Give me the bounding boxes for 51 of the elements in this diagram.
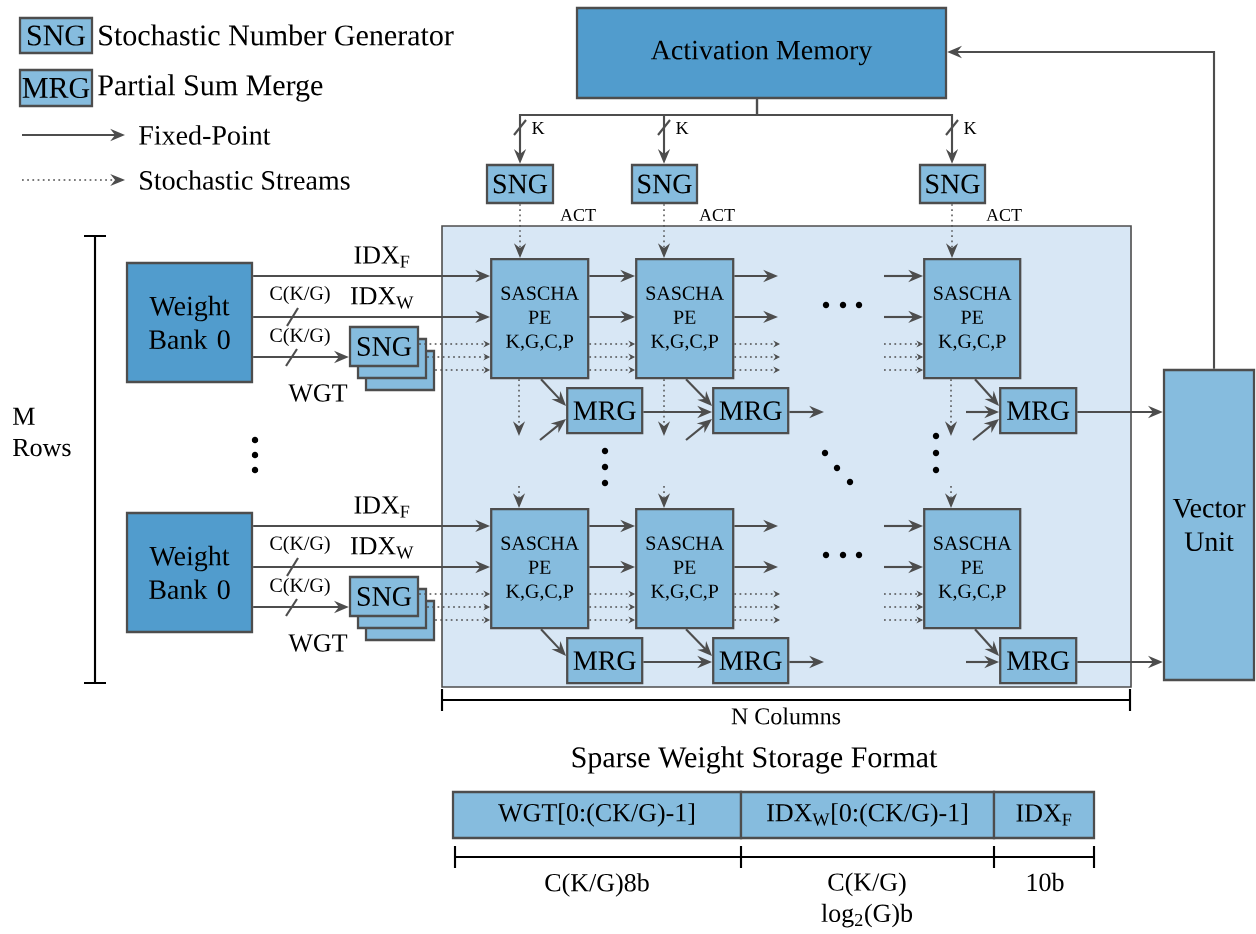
edge-label: WGT (288, 384, 348, 402)
edge-label: K (532, 122, 545, 134)
merge-box: MRG (712, 387, 790, 435)
text-label: C(K/G) (270, 577, 330, 597)
merge-box: MRG (566, 387, 644, 435)
legend-box: SNG (18, 16, 94, 55)
merge-box: MRG (999, 637, 1078, 685)
text-label: C(K/G) (270, 327, 330, 347)
format-cell: WGT[0:(CK/G)-1] (451, 790, 743, 840)
legend-box: MRG (18, 68, 94, 108)
description-label: Stochastic Number Generator (99, 24, 454, 46)
edge-label: ACT (986, 208, 1022, 222)
memory-box: Activation Memory (575, 6, 948, 100)
text-label: N Columns (731, 707, 841, 725)
legend-label: Fixed-Point (139, 125, 271, 145)
pe-box: SASCHA PE K,G,C,P (923, 508, 1022, 630)
pe-box: SASCHA PE K,G,C,P (635, 508, 735, 630)
edge-label: K (676, 122, 689, 134)
pe-box: SASCHA PE K,G,C,P (635, 258, 735, 380)
edge-label: IDX$_{F}$ (354, 246, 410, 268)
text-label: C(K/G) (270, 535, 330, 555)
edge-label: IDX$_{W}$ (350, 287, 414, 309)
edge-label: IDX$_{F}$ (354, 496, 410, 518)
sng-box: SNG (630, 163, 699, 205)
pe-box: SASCHA PE K,G,C,P (490, 508, 590, 630)
legend-label: Stochastic Streams (140, 170, 350, 190)
weight-bank-box: Weight Bank 0 (125, 511, 254, 634)
edge-label: K (964, 122, 977, 134)
edge-label: IDX$_{W}$ (350, 537, 414, 559)
text-label: Sparse Weight Storage Format (572, 746, 938, 774)
text-label: C(K/G) (270, 285, 330, 305)
weight-bank-box: Weight Bank 0 (125, 261, 254, 384)
edge-label: ACT (560, 208, 596, 222)
merge-box: MRG (999, 387, 1078, 435)
merge-box: MRG (566, 637, 644, 685)
sng-box: SNG (918, 163, 987, 205)
sng-box: SNG (485, 163, 555, 205)
vector-unit-box: Vector Unit (1162, 368, 1256, 682)
text-label: C(K/G) log$_{2}$(G)b (821, 872, 913, 928)
sng-stack: SNG (348, 325, 436, 392)
edge-label: ACT (699, 208, 735, 222)
edge-label: WGT (288, 634, 348, 652)
pe-box: SASCHA PE K,G,C,P (490, 258, 590, 380)
sng-stack: SNG (348, 575, 436, 642)
format-cell: IDX$_{F}$ (992, 790, 1096, 840)
pe-box: SASCHA PE K,G,C,P (923, 258, 1022, 380)
text-label: 10b (1027, 872, 1064, 892)
text-label: C(K/G)8b (545, 873, 649, 897)
description-label: Partial Sum Merge (98, 74, 323, 102)
merge-box: MRG (712, 637, 790, 685)
text-label: M Rows (13, 407, 71, 457)
